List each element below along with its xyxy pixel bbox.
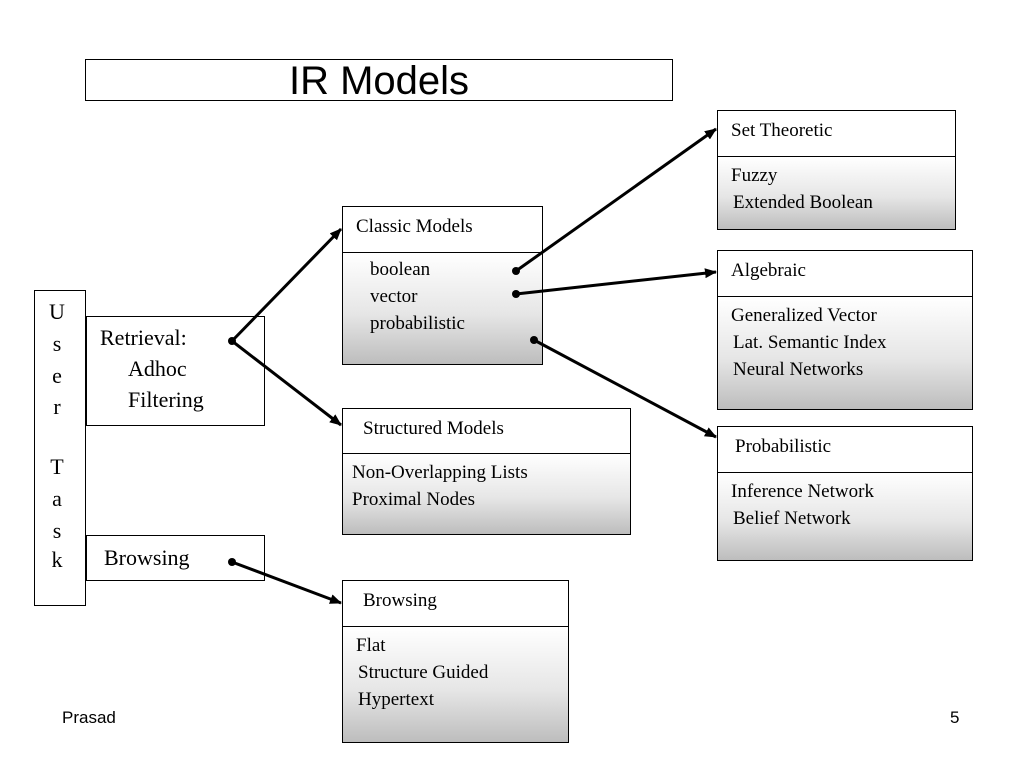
probabilistic-item-belief-network: Belief Network xyxy=(733,508,851,529)
structured-models-title: Structured Models xyxy=(363,418,504,439)
algebraic-title: Algebraic xyxy=(731,260,806,281)
browsing-task-label: Browsing xyxy=(104,545,190,570)
slide-title: IR Models xyxy=(85,59,673,102)
arrow-probabilistic-to-probabilistic xyxy=(533,338,717,439)
structured-models-body: Non-Overlapping Lists Proximal Nodes xyxy=(343,454,630,534)
arrow-retrieval-to-classic xyxy=(230,227,343,343)
connector-dot xyxy=(530,336,538,344)
classic-models-body: boolean vector probabilistic xyxy=(343,253,542,364)
retrieval-filtering: Filtering xyxy=(128,387,204,412)
algebraic-box: Algebraic Generalized Vector Lat. Semant… xyxy=(717,250,973,410)
user-task-letter: a xyxy=(52,486,62,511)
probabilistic-item-inference-network: Inference Network xyxy=(731,481,874,502)
browsing-models-body: Flat Structure Guided Hypertext xyxy=(343,627,568,742)
classic-item-boolean: boolean xyxy=(370,259,431,280)
user-task-box: U s e r T a s k xyxy=(34,290,86,606)
algebraic-item-generalized-vector: Generalized Vector xyxy=(731,305,877,326)
arrow-vector-to-algebraic xyxy=(515,268,717,296)
classic-models-title: Classic Models xyxy=(356,216,473,237)
user-task-letter: U xyxy=(49,299,65,324)
probabilistic-header: Probabilistic xyxy=(718,427,972,473)
set-theoretic-item-extended-boolean: Extended Boolean xyxy=(733,192,873,213)
browsing-item-flat: Flat xyxy=(356,635,386,656)
retrieval-box: Retrieval: Adhoc Filtering xyxy=(86,316,265,426)
probabilistic-body: Inference Network Belief Network xyxy=(718,473,972,560)
arrow-browsing-to-browsing-models xyxy=(231,560,342,605)
connector-dot xyxy=(228,337,236,345)
user-task-letter: s xyxy=(52,518,62,543)
set-theoretic-body: Fuzzy Extended Boolean xyxy=(718,157,955,229)
browsing-task-box: Browsing xyxy=(86,535,265,581)
connector-dot xyxy=(512,267,520,275)
classic-item-probabilistic: probabilistic xyxy=(370,313,465,334)
classic-models-box: Classic Models boolean vector probabilis… xyxy=(342,206,543,365)
user-task-letter: T xyxy=(50,454,64,479)
arrow-retrieval-to-structured xyxy=(231,339,342,427)
set-theoretic-title: Set Theoretic xyxy=(731,120,833,141)
user-task-letter: s xyxy=(52,331,62,356)
browsing-models-header: Browsing xyxy=(343,581,568,627)
probabilistic-box: Probabilistic Inference Network Belief N… xyxy=(717,426,973,561)
set-theoretic-header: Set Theoretic xyxy=(718,111,955,157)
algebraic-body: Generalized Vector Lat. Semantic Index N… xyxy=(718,297,972,409)
structured-models-header: Structured Models xyxy=(343,409,630,454)
connector-dot xyxy=(512,290,520,298)
probabilistic-title: Probabilistic xyxy=(735,436,832,457)
set-theoretic-box: Set Theoretic Fuzzy Extended Boolean xyxy=(717,110,956,230)
structured-item-proximal-nodes: Proximal Nodes xyxy=(352,489,475,510)
browsing-item-hypertext: Hypertext xyxy=(358,689,434,710)
user-task-letter: r xyxy=(53,394,61,419)
browsing-item-structure-guided: Structure Guided xyxy=(358,662,489,683)
arrow-boolean-to-set-theoretic xyxy=(515,127,717,273)
structured-models-box: Structured Models Non-Overlapping Lists … xyxy=(342,408,631,535)
retrieval-adhoc: Adhoc xyxy=(128,356,187,381)
algebraic-header: Algebraic xyxy=(718,251,972,297)
user-task-letter: k xyxy=(51,547,63,572)
footer-page-number: 5 xyxy=(950,708,960,727)
connector-dot xyxy=(228,558,236,566)
classic-models-header: Classic Models xyxy=(343,207,542,253)
user-task-letter: e xyxy=(52,363,62,388)
algebraic-item-lsi: Lat. Semantic Index xyxy=(733,332,887,353)
set-theoretic-item-fuzzy: Fuzzy xyxy=(731,165,778,186)
retrieval-label: Retrieval: xyxy=(100,325,187,350)
browsing-models-title: Browsing xyxy=(363,590,437,611)
footer-author: Prasad xyxy=(62,708,116,727)
classic-item-vector: vector xyxy=(370,286,418,307)
algebraic-item-neural-networks: Neural Networks xyxy=(733,359,864,380)
structured-item-non-overlapping: Non-Overlapping Lists xyxy=(352,462,528,483)
browsing-models-box: Browsing Flat Structure Guided Hypertext xyxy=(342,580,569,743)
